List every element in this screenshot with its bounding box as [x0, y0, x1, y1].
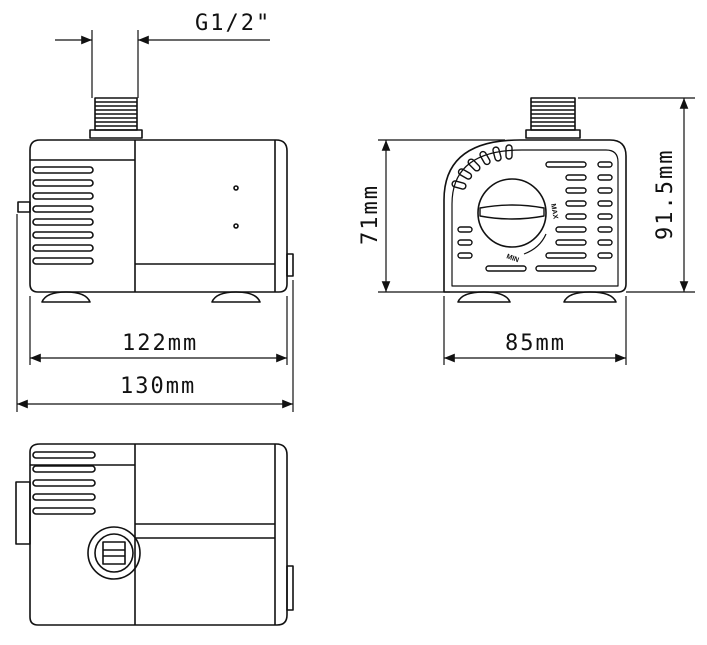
- dial-max-label: MAX: [549, 203, 559, 220]
- inlet-port: [87, 526, 141, 580]
- dimension-lines: [16, 30, 695, 412]
- dial-min-label: MIN: [505, 253, 519, 264]
- side-foot-left: [457, 291, 511, 303]
- front-intake-slots: [32, 166, 94, 265]
- side-view: [443, 97, 627, 303]
- side-outlet-thread: [525, 97, 581, 139]
- side-body: [443, 139, 627, 293]
- front-view: [17, 97, 294, 303]
- bottom-body: [29, 443, 288, 626]
- bottom-view: [15, 443, 294, 626]
- side-foot-right: [563, 291, 617, 303]
- body-height-label: 71mm: [358, 184, 383, 245]
- outlet-thread: [89, 97, 143, 139]
- front-foot-left: [41, 291, 91, 303]
- outer-width-label: 130mm: [120, 374, 196, 399]
- flow-control-dial: [477, 178, 547, 255]
- total-height-label: 91.5mm: [653, 149, 678, 240]
- thread-size-label: G1/2": [195, 11, 271, 36]
- side-arc-ribs: [451, 144, 513, 190]
- bottom-intake-slots: [32, 451, 96, 515]
- front-foot-right: [211, 291, 261, 303]
- inner-width-label: 122mm: [122, 331, 198, 356]
- side-slots: [457, 161, 613, 272]
- side-width-label: 85mm: [505, 331, 566, 356]
- front-body: [29, 139, 288, 293]
